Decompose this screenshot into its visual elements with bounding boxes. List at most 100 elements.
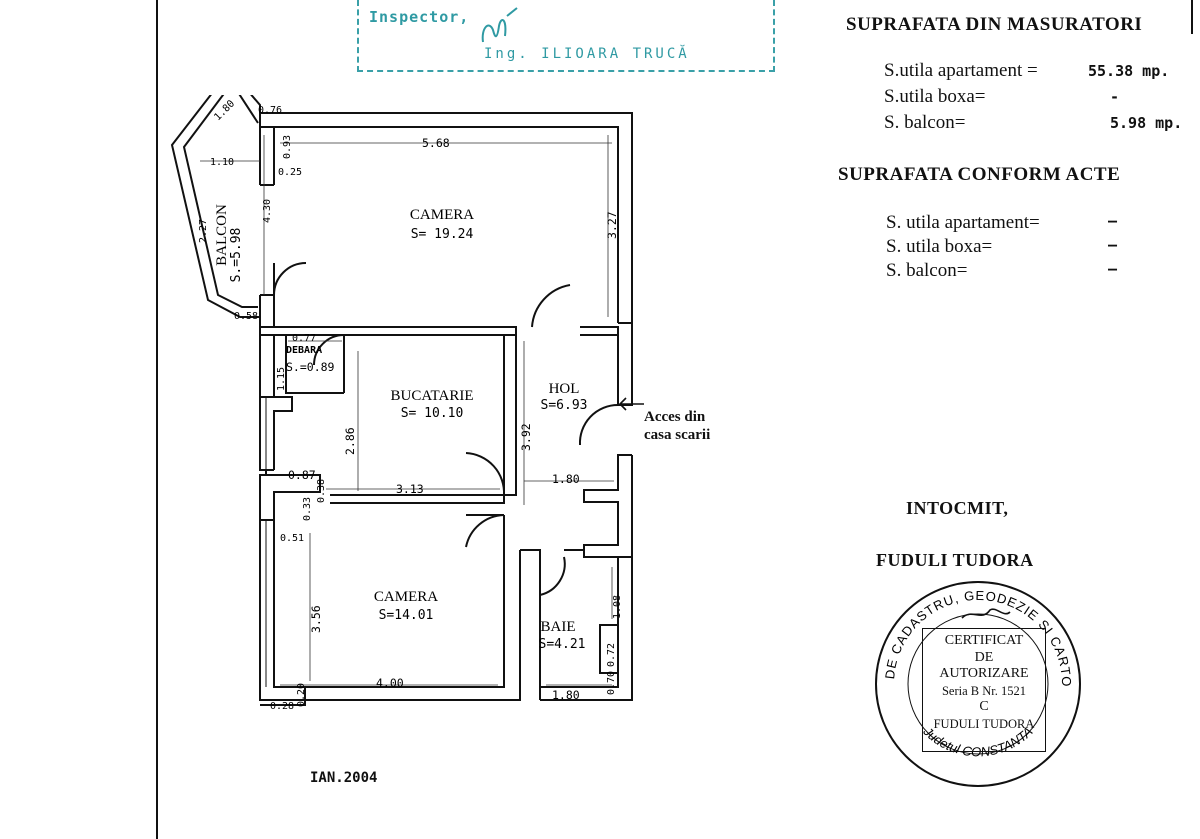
stamp-signature-icon: [961, 608, 1011, 619]
dim-038: 0.38: [316, 479, 327, 503]
stamp-cert-line: CERTIFICAT: [944, 633, 1024, 648]
hol-area: S=6.93: [541, 398, 588, 413]
measured-list: S.utila apartament = 55.38 mp. S.utila b…: [884, 60, 1184, 138]
bucatarie-area: S= 10.10: [401, 406, 464, 421]
dim-568: 5.68: [422, 136, 450, 150]
dim-025: 0.25: [278, 167, 302, 178]
camera2-area: S=14.01: [379, 608, 434, 623]
camera1-name: CAMERA: [410, 207, 474, 223]
page-left-border: [156, 0, 158, 839]
inspector-label: Inspector,: [369, 8, 470, 26]
acts-label: S. utila apartament=: [886, 212, 1040, 233]
acts-label: S. utila boxa=: [886, 236, 993, 257]
dim-327: 3.27: [605, 211, 619, 239]
dim-115: 1.15: [276, 367, 287, 391]
inspector-signature-icon: [481, 7, 518, 43]
balcon-area: S.=5.98: [229, 228, 244, 283]
wall-camera2-inner: [273, 515, 505, 688]
stamp-cert-line: DE: [974, 649, 994, 665]
wall-left-pier: [259, 294, 275, 328]
wall-baie-left: [520, 549, 541, 700]
author-name: FUDULI TUDORA: [876, 550, 1034, 570]
door-arc-camera2: [465, 514, 505, 548]
measured-label: S.utila apartament =: [884, 60, 1038, 81]
wall-baie-outer: [540, 557, 633, 701]
acts-value: –: [1108, 260, 1118, 278]
dim-070: 0.70: [606, 671, 617, 695]
door-arc-bucatarie: [465, 452, 506, 496]
debara-walls: [285, 335, 344, 394]
camera1-area: S= 19.24: [411, 227, 474, 242]
balcon-inner: [182, 95, 259, 308]
dim-180b: 1.80: [552, 472, 580, 486]
dim-072: 0.72: [606, 643, 617, 667]
dim-087: 0.87: [288, 468, 316, 482]
baie-name: BAIE: [541, 619, 576, 635]
measured-label: S. balcon=: [884, 112, 966, 133]
dim-051: 0.51: [280, 533, 304, 544]
debara-area: S.=0.89: [286, 360, 335, 374]
dim-058: 0.58: [234, 311, 258, 322]
inspector-stamp: Inspector, Ing. ILIOARA TRUCĂ: [357, 0, 775, 72]
wall-left-mid: [259, 327, 293, 470]
stamp-cert-line: Seria B Nr. 1521: [941, 683, 1027, 698]
wall-hol-right-lower: [583, 454, 633, 558]
dim-108: 1.08: [612, 595, 623, 619]
dim-028: 0.28: [270, 701, 294, 712]
wall-camera1-bottom: [260, 326, 517, 336]
stamp-cert-line: AUTORIZARE: [939, 666, 1029, 681]
dim-400: 4.00: [376, 676, 404, 690]
camera2-name: CAMERA: [374, 589, 438, 605]
stamp-cert-line: C: [979, 699, 989, 714]
balcon-name: BALCON: [214, 204, 230, 266]
measured-label: S.utila boxa=: [884, 86, 986, 107]
floor-plan: CAMERA S= 19.24 BALCON S.=5.98 DEBARA S.…: [170, 95, 633, 712]
author-label: INTOCMIT,: [906, 498, 1009, 518]
measured-value: 5.98 mp.: [1110, 114, 1183, 132]
acts-list: S. utila apartament= – S. utila boxa= – …: [886, 212, 1186, 284]
baie-area: S=4.21: [539, 637, 586, 652]
acts-title: SUPRAFATA CONFORM ACTE: [838, 164, 1121, 185]
dim-227: 2.27: [198, 219, 209, 243]
measured-value: -: [1110, 88, 1120, 106]
wall-bucatarie-hol: [503, 334, 517, 496]
dim-033: 0.33: [302, 497, 313, 521]
acts-value: –: [1108, 236, 1118, 254]
dim-430: 4.30: [262, 199, 273, 223]
wall-inner-top-right: [260, 126, 619, 323]
door-arc-camera1: [273, 262, 307, 296]
dim-180c: 1.80: [552, 688, 580, 702]
access-label-line1: Acces din: [644, 409, 706, 425]
dim-077: 0.77: [292, 333, 316, 344]
acts-value: –: [1108, 212, 1118, 230]
debara-name: DEBARA: [286, 345, 322, 356]
wall-bucatarie-bottom: [330, 494, 505, 504]
balcon-outline: [170, 95, 261, 318]
dim-313: 3.13: [396, 482, 424, 496]
hol-name: HOL: [549, 381, 580, 397]
acts-label: S. balcon=: [886, 260, 968, 281]
dim-180a: 1.80: [212, 98, 237, 123]
dim-286: 2.86: [343, 427, 357, 455]
plan-date: IAN.2004: [310, 770, 378, 786]
dim-076: 0.76: [258, 105, 282, 116]
access-label-line2: casa scarii: [644, 427, 711, 443]
dim-093: 0.93: [282, 135, 293, 159]
access-label: Acces din casa scarii: [644, 408, 710, 444]
dim-020: 0.20: [296, 683, 307, 707]
dim-356: 3.56: [309, 605, 323, 633]
acts-row: S. utila apartament= –: [886, 212, 1186, 236]
stamp-certificate-box: CERTIFICAT DE AUTORIZARE Seria B Nr. 152…: [922, 628, 1046, 752]
page-right-border: [1191, 0, 1193, 34]
dim-392: 3.92: [519, 423, 533, 451]
dim-110: 1.10: [210, 157, 234, 168]
wall-camera2-outer: [259, 520, 521, 701]
door-arc-baie: [539, 556, 566, 596]
bucatarie-name: BUCATARIE: [391, 388, 474, 404]
door-arc-entrance: [578, 403, 619, 446]
acts-row: S. balcon= –: [886, 260, 1186, 284]
measured-row: S.utila apartament = 55.38 mp.: [884, 60, 1184, 86]
acts-row: S. utila boxa= –: [886, 236, 1186, 260]
stamp-ring: OFICIUL DE CADASTRU, GEODEZIE SI CARTOGR…: [872, 578, 1081, 787]
wall-hol-right: [617, 323, 633, 406]
